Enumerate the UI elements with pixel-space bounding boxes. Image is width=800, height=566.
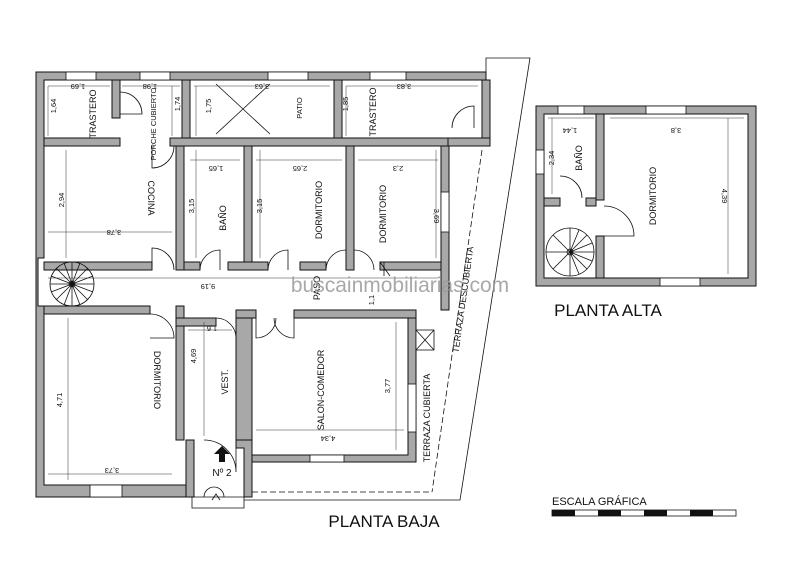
room-label-bano-alta: BAÑO [574,145,584,171]
terraza-dashed-line [431,149,483,493]
spiral-stair-alta [545,227,595,277]
room-label-porche: PORCHE CUBIERTO [149,88,158,161]
room-label-terraza-cubierta: TERRAZA CUBIERTA [422,374,432,463]
dim-trastero1-w: 1,69 [71,82,86,91]
arrow-up-icon [214,446,230,462]
planta-baja-doors [119,91,475,509]
dim-trastero2-h: 1,85 [341,97,350,112]
entrance-number: Nº 2 [212,468,232,479]
dim-salon-w: 4,34 [321,434,336,443]
room-label-dormitorio-3: DORMITORIO [152,351,162,409]
dim-porche-h: 1,74 [173,97,182,112]
dim-alta-dorm-h: 4,39 [720,189,729,204]
dimension-labels: 1,69 1,64 1,98 1,74 3,63 1,75 3,83 1,85 … [49,82,729,475]
room-label-dormitorio-1: DORMITORIO [314,181,324,239]
entrance-marker: Nº 2 [212,446,232,479]
dim-dorm2-h: 3,69 [432,209,441,224]
dim-dorm1-h: 3,15 [255,199,264,214]
room-label-trastero-2: TRASTERO [368,87,378,136]
dim-bano-w: 1,65 [209,164,224,173]
room-label-paso: PASO [312,276,322,300]
watermark-text: buscainmobiliarias.com [291,274,509,297]
planta-alta-dimension-lines [548,117,744,274]
planta-alta-title: PLANTA ALTA [554,301,662,320]
planta-baja-title: PLANTA BAJA [328,512,440,531]
room-label-cocina: COCINA [146,180,156,215]
dim-trastero1-h: 1,64 [49,99,58,114]
dim-dorm2-w: 2,3 [393,164,403,173]
room-label-trastero-1: TRASTERO [88,89,98,138]
dim-paso-w: 9,19 [201,282,216,291]
planta-baja-windows [65,71,450,498]
spiral-stair-baja [49,261,95,307]
dim-dorm1-w: 2,65 [293,164,308,173]
dim-cocina-w: 3,78 [107,228,122,237]
dim-dorm3-h: 4,71 [55,393,64,408]
dim-paso-h: 1,1 [367,295,376,305]
dim-vest-h: 4,69 [189,349,198,364]
room-label-salon: SALON-COMEDOR [316,349,326,430]
dim-patio-w: 3,63 [255,82,270,91]
room-label-vest: VEST. [220,369,230,394]
dim-porche-w: 1,98 [143,82,158,91]
room-label-terraza-descubierta: TERRAZA DESCUBIERTA [451,246,476,354]
scale-bar-label: ESCALA GRÁFICA [552,495,647,508]
patio-void-cross [215,83,271,135]
dim-alta-dorm-w: 3,8 [671,126,681,135]
room-label-bano-baja: BAÑO [218,205,228,231]
planta-baja-walls [35,57,531,501]
dim-bano-h: 3,15 [187,199,196,214]
planta-alta-walls [535,105,757,287]
dim-patio-h: 1,75 [204,99,213,114]
dim-trastero2-w: 3,83 [397,82,412,91]
room-label-patio: PATIO [295,97,304,119]
room-label-dormitorio-alta: DORMITORIO [648,167,658,225]
dim-alta-bano-w: 1,44 [563,126,578,135]
dim-vest-w: 1,6 [207,324,217,333]
room-label-dormitorio-2: DORMITORIO [378,185,388,243]
dim-cocina-h: 2,94 [57,193,66,208]
scale-bar: ESCALA GRÁFICA [551,495,737,517]
dim-dorm3-w: 3,73 [105,466,120,475]
dim-alta-bano-h: 2,34 [547,151,556,166]
dim-salon-h: 3,77 [383,379,392,394]
planta-baja-dimension-lines [47,85,478,480]
